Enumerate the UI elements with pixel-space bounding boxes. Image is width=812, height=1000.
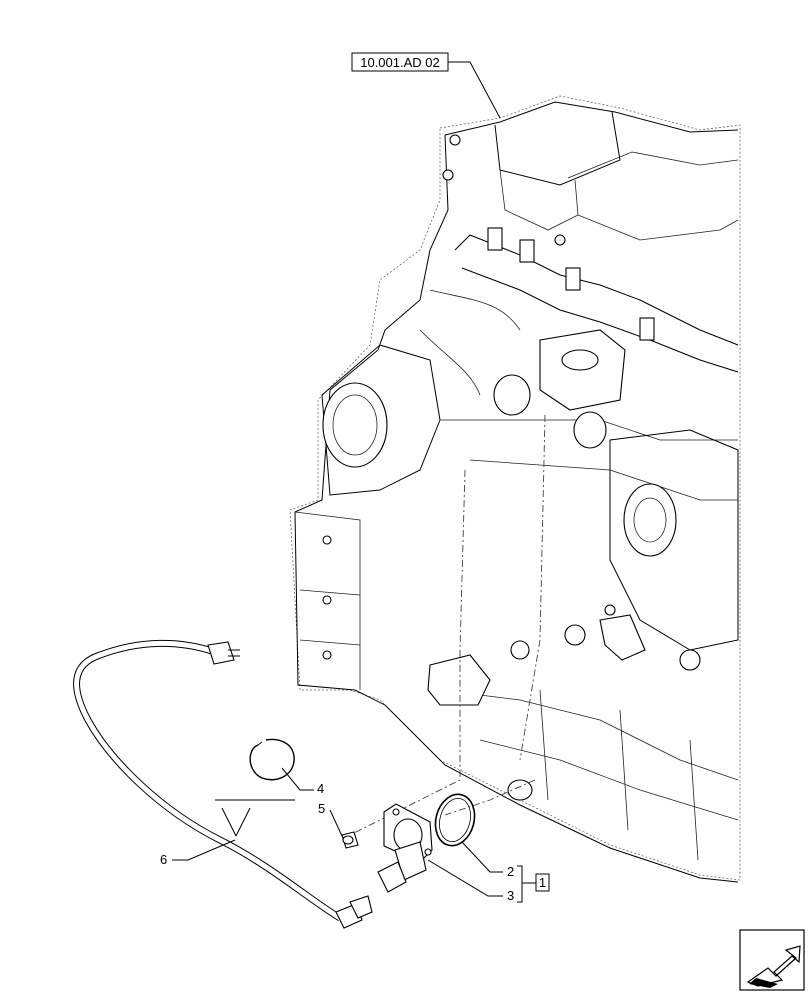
callout-2: 2: [507, 864, 514, 879]
exploded-parts: [73, 414, 546, 929]
callout-4: 4: [317, 781, 324, 796]
callout-6: 6: [160, 852, 167, 867]
callout-1: 1: [539, 875, 546, 890]
part-5-bolt: [341, 831, 359, 849]
arrow-next-icon[interactable]: [739, 929, 805, 991]
part-2-o-ring: [434, 793, 476, 847]
reference-label[interactable]: 10.001.AD 02: [360, 55, 440, 70]
part-3-sensor: [377, 803, 433, 893]
callout-5: 5: [318, 801, 325, 816]
part-6-wiring-harness: [73, 639, 373, 929]
part-4-seal-ring: [249, 738, 295, 781]
callout-3: 3: [507, 888, 514, 903]
callouts: 10.001.AD 02 4 5 6 2 3 1: [160, 52, 550, 903]
engine-block: [289, 95, 741, 883]
